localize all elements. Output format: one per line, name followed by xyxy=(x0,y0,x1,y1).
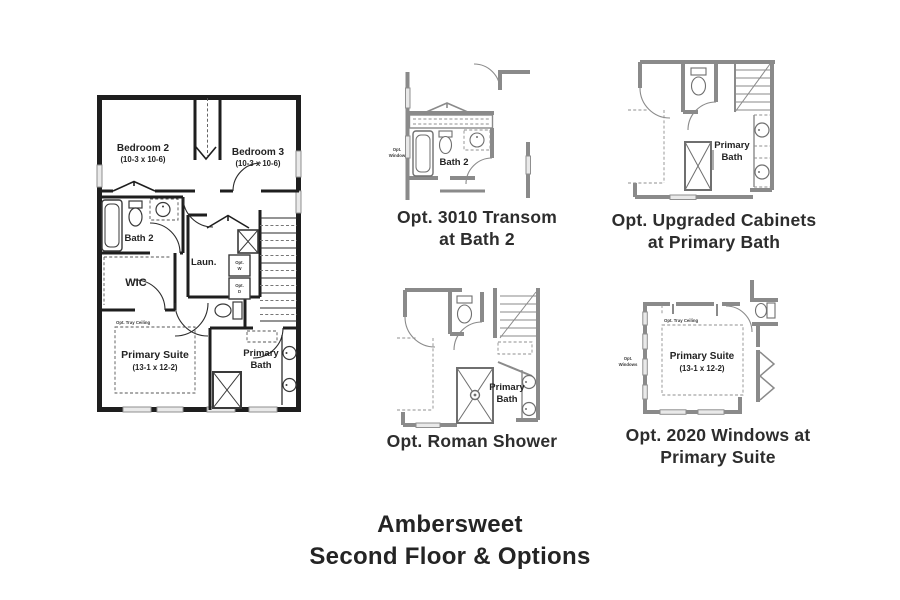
plan-title-subtitle: Second Floor & Options xyxy=(309,543,591,571)
primary-bath-label2: Bath xyxy=(250,360,271,371)
opt-window-note2: Window xyxy=(389,153,406,158)
second-floor-plan: Bedroom 2 (10-3 x 10-6) Bedroom 3 (10-3 … xyxy=(96,95,302,413)
double-door-icon xyxy=(423,102,471,114)
bath2-label: Bath 2 xyxy=(124,233,153,244)
plan-title-name: Ambersweet xyxy=(377,511,523,538)
door-arc xyxy=(465,63,501,185)
bedroom2-label: Bedroom 2 xyxy=(117,143,170,154)
linen-cabinet xyxy=(246,330,278,343)
bedroom3-dims: (10-3 x 10-6) xyxy=(235,159,280,168)
caption-roman-shower: Opt. Roman Shower xyxy=(386,431,558,451)
toilet-icon xyxy=(438,130,453,155)
vanity-sinks-icon xyxy=(281,335,297,405)
sink-icon xyxy=(463,129,491,151)
wic-label: WIC xyxy=(125,277,146,289)
stairs-icon xyxy=(260,217,297,322)
opt-windows-note2: Windows xyxy=(619,362,638,367)
bathtub-icon xyxy=(101,199,123,252)
tray-ceiling-outline xyxy=(628,109,665,184)
dryer-box xyxy=(228,277,251,300)
bedroom3-label: Bedroom 3 xyxy=(232,147,285,158)
closet-partition xyxy=(661,304,718,316)
door-arc xyxy=(639,87,717,131)
option-plan-roman-shower: Primary Bath xyxy=(397,288,540,428)
washer-box xyxy=(228,254,251,277)
stairs-icon xyxy=(499,291,537,339)
toilet-icon xyxy=(754,302,776,319)
transom-window-band xyxy=(408,114,494,129)
window-icon xyxy=(405,87,531,175)
primary-suite-dims: (13-1 x 12-2) xyxy=(132,363,177,372)
caption-windows: Opt. 2020 Windows at Primary Suite xyxy=(625,425,811,468)
toilet-icon xyxy=(128,200,143,227)
plan-title: Ambersweet Second Floor & Options xyxy=(0,509,900,574)
bathtub-icon xyxy=(412,130,434,177)
bifold-closet-icon xyxy=(759,351,776,401)
stairs-icon xyxy=(734,63,771,113)
primary-bath-label: Primary xyxy=(243,348,279,359)
primary-bath-label: Primary xyxy=(489,382,525,393)
option-plan-windows: Opt. Tray Ceiling Opt. Windows Primary S… xyxy=(619,280,778,415)
door-arc xyxy=(404,316,483,351)
tray-ceiling-note: Opt. Tray Ceiling xyxy=(664,318,699,323)
caption-cabinets: Opt. Upgraded Cabinets at Primary Bath xyxy=(611,210,817,253)
window-icon xyxy=(96,150,302,413)
bath2-label: Bath 2 xyxy=(439,157,468,168)
toilet-icon xyxy=(690,67,707,96)
tray-ceiling-outline xyxy=(397,337,434,411)
shower-icon xyxy=(212,371,242,409)
toilet-icon xyxy=(456,295,473,324)
primary-suite-label: Primary Suite xyxy=(121,349,189,361)
opt-window-note: Opt. xyxy=(393,147,402,152)
primary-bath-label: Primary xyxy=(714,140,750,151)
opt-dryer-letter: D xyxy=(238,289,241,294)
under-stair-storage xyxy=(497,341,533,377)
window-icon xyxy=(642,311,725,415)
shower-icon xyxy=(684,141,714,191)
tray-ceiling-note: Opt. Tray Ceiling xyxy=(116,320,151,325)
vanity-sinks-icon xyxy=(521,370,537,420)
caption-transom: Opt. 3010 Transom at Bath 2 xyxy=(397,207,557,250)
opt-windows-note: Opt. xyxy=(624,356,633,361)
opt-washer-letter: W xyxy=(237,266,242,271)
primary-bath-label2: Bath xyxy=(721,152,742,163)
opt-dryer-label: Opt. xyxy=(235,283,244,288)
wic-shelving xyxy=(103,256,171,305)
toilet-icon xyxy=(214,301,243,320)
vanity-sinks-icon xyxy=(753,114,770,188)
bedroom2-dims: (10-3 x 10-6) xyxy=(120,155,165,164)
option-plan-transom: Opt. Window Bath 2 xyxy=(389,63,531,200)
linen-closet-icon xyxy=(237,229,259,254)
primary-bath-label2: Bath xyxy=(496,394,517,405)
tray-ceiling-outline xyxy=(661,324,744,396)
option-plan-cabinets: Primary Bath xyxy=(628,60,775,200)
laundry-label: Laun. xyxy=(191,257,216,268)
option-walls xyxy=(643,280,778,414)
door-arc xyxy=(134,162,284,359)
door-arc xyxy=(725,305,753,333)
sink-icon xyxy=(149,198,179,221)
primary-suite-label: Primary Suite xyxy=(670,351,735,362)
primary-suite-dims: (13-1 x 12-2) xyxy=(679,364,724,373)
interior-walls xyxy=(99,97,299,410)
double-door-icon xyxy=(112,146,250,229)
opt-washer-label: Opt. xyxy=(235,260,244,265)
window-icon xyxy=(415,422,441,428)
roman-shower-icon xyxy=(456,367,494,424)
window-icon xyxy=(669,194,697,200)
